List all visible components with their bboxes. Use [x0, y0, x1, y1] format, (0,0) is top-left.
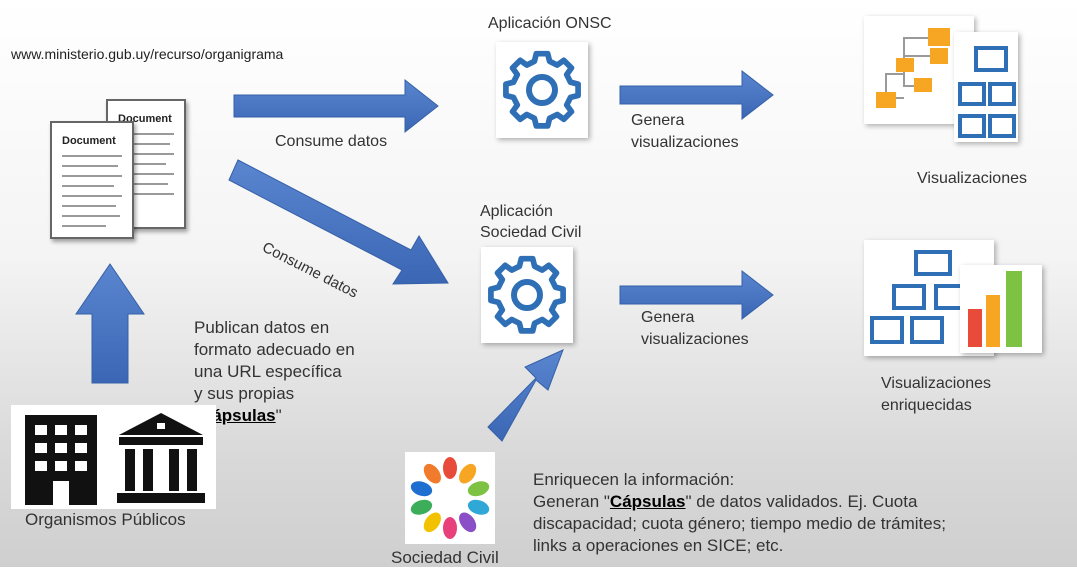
organismos-icon: [11, 405, 216, 509]
sociedad-civil-label: Sociedad Civil: [391, 548, 499, 567]
label-genera-bottom-2: visualizaciones: [641, 331, 749, 348]
app-civil-title-2: Sociedad Civil: [480, 224, 582, 241]
enrich-line-2-post: " de datos validados. Ej. Cuota: [685, 492, 918, 511]
label-genera-top-2: visualizaciones: [631, 134, 739, 151]
source-url[interactable]: www.ministerio.gub.uy/recurso/organigram…: [11, 46, 284, 62]
output-enriquecidas-2: enriquecidas: [881, 397, 972, 414]
building-icon: [25, 413, 205, 505]
diagram-icon: [958, 46, 1016, 138]
arrow-enrich-up: [487, 349, 564, 442]
output-enriquecidas-1: Visualizaciones: [881, 375, 991, 392]
bar-chart-icon: [968, 271, 1022, 347]
enrich-line-1: Enriquecen la información:: [533, 470, 735, 489]
publish-text: Publican datos en formato adecuado en un…: [194, 317, 355, 427]
app-civil-card[interactable]: [481, 247, 573, 343]
hands-circle-icon: [410, 457, 490, 539]
arrow-consume-top: [233, 78, 439, 134]
publish-line-5: "Cápsulas": [194, 405, 355, 427]
enrich-line-2-pre: Generan ": [533, 492, 610, 511]
visualizaciones-icon: [864, 16, 1018, 144]
output-visualizaciones: Visualizaciones: [917, 170, 1027, 187]
organismos-label: Organismos Públicos: [25, 510, 186, 529]
label-genera-bottom-1: Genera: [641, 309, 695, 326]
org-chart-icon: [876, 28, 950, 108]
gear-icon: [488, 255, 566, 334]
gear-icon: [503, 50, 581, 129]
app-onsc-card[interactable]: [496, 42, 588, 138]
document-title-front: Document: [62, 135, 116, 147]
label-consume-top: Consume datos: [275, 133, 388, 150]
quote-close: ": [275, 406, 282, 425]
arrow-genera-bottom: [619, 269, 774, 321]
enrich-text: Enriquecen la información: Generan "Cáps…: [533, 469, 946, 557]
app-onsc-title: Aplicación ONSC: [488, 15, 612, 32]
capsulas-link[interactable]: Cápsulas: [609, 492, 686, 511]
publish-line-2: formato adecuado en: [194, 340, 355, 359]
app-civil-title-1: Aplicación: [480, 203, 553, 220]
arrow-publish-up: [75, 263, 145, 384]
visualizaciones-enriquecidas-icon: [864, 240, 1054, 368]
enrich-line-2: Generan "Cápsulas" de datos validados. E…: [533, 491, 946, 513]
arrow-genera-top: [619, 69, 774, 121]
arrow-consume-diagonal: [228, 159, 449, 285]
enrich-line-4: links a operaciones en SICE; etc.: [533, 536, 784, 555]
documents-icon: Document Document: [46, 95, 196, 241]
hand: [443, 457, 457, 479]
diagram-icon: [870, 250, 968, 344]
diagram-card: [954, 32, 1018, 142]
publish-line-1: Publican datos en: [194, 318, 330, 337]
publish-line-3: una URL específica: [194, 362, 342, 381]
sociedad-civil-icon: [405, 452, 495, 544]
enrich-line-3: discapacidad; cuota género; tiempo medio…: [533, 514, 946, 533]
capsulas-link[interactable]: Cápsulas: [200, 406, 276, 425]
publish-line-4: y sus propias: [194, 384, 295, 403]
bar-chart-card: [960, 265, 1042, 353]
label-genera-top-1: Genera: [631, 112, 685, 129]
